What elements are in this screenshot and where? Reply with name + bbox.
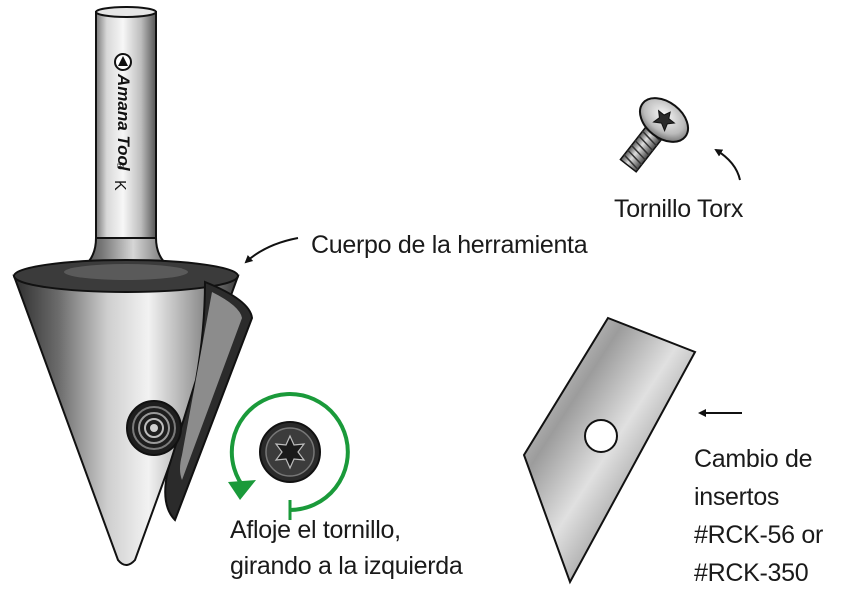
insert-change-line-4: #RCK-350 bbox=[694, 559, 809, 587]
torx-socket-icon bbox=[274, 434, 306, 470]
shank-k-mark: K bbox=[111, 180, 128, 191]
bit-screw bbox=[126, 400, 182, 456]
shank bbox=[95, 11, 157, 261]
insert-change-label: Cambio de insertos #RCK-56 or #RCK-350 bbox=[694, 440, 823, 592]
rotation-arrow-head bbox=[228, 480, 256, 500]
tool-body-label: Cuerpo de la herramienta bbox=[311, 231, 588, 259]
torx-screw bbox=[619, 97, 689, 173]
torx-screw-label: Tornillo Torx bbox=[614, 195, 744, 223]
insert-change-line-1: Cambio de bbox=[694, 445, 813, 473]
rotation-arrow-icon bbox=[229, 392, 350, 512]
loosen-label: Afloje el tornillo, girando a la izquier… bbox=[230, 512, 463, 584]
loosen-detail bbox=[228, 392, 350, 520]
loosen-line-2: girando a la izquierda bbox=[230, 552, 463, 580]
shank-brand-text: Amana Tool bbox=[114, 73, 133, 172]
loosen-line-1: Afloje el tornillo, bbox=[230, 516, 401, 544]
shank-registered-mark: ® bbox=[114, 162, 125, 170]
insert-hole bbox=[584, 419, 618, 453]
router-bit bbox=[12, 6, 254, 566]
insert-change-line-2: insertos bbox=[694, 483, 780, 511]
shank-top bbox=[95, 6, 157, 18]
cone-top-rim-inner bbox=[64, 264, 188, 280]
flute-highlight bbox=[180, 292, 242, 480]
carbide-insert bbox=[522, 316, 697, 585]
brand-logo bbox=[114, 53, 132, 71]
torx-arrow bbox=[714, 148, 741, 181]
insert-change-line-3: #RCK-56 or bbox=[694, 521, 823, 549]
torx-star-icon bbox=[652, 109, 676, 132]
tool-body-arrow bbox=[244, 237, 299, 264]
